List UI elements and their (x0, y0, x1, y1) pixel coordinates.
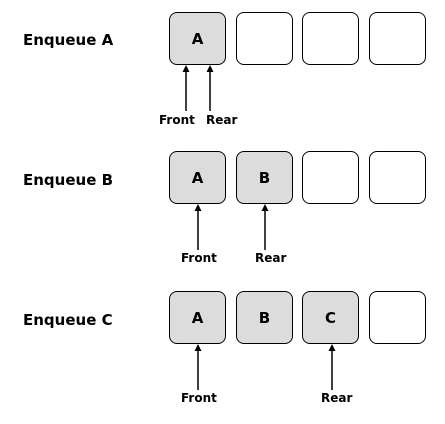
queue-cell-2 (302, 12, 359, 65)
step-enqueue-a: Enqueue A A Front Rear (0, 0, 445, 140)
rear-pointer-arrow (327, 344, 337, 390)
queue-cell-0: A (169, 12, 226, 65)
queue-cell-1: B (236, 291, 293, 344)
front-pointer-arrow (181, 65, 191, 111)
rear-label: Rear (321, 391, 353, 405)
step-title: Enqueue B (23, 171, 114, 189)
step-enqueue-c: Enqueue C A B C Front Rear (0, 280, 445, 420)
queue-cell-0: A (169, 151, 226, 204)
step-enqueue-b: Enqueue B A B Front Rear (0, 140, 445, 280)
rear-label: Rear (255, 251, 287, 265)
queue-cell-2 (302, 151, 359, 204)
queue-cell-3 (369, 12, 426, 65)
rear-pointer-arrow (260, 204, 270, 250)
rear-label: Rear (206, 113, 238, 127)
front-pointer-arrow (193, 344, 203, 390)
queue-cell-1 (236, 12, 293, 65)
step-title: Enqueue A (23, 31, 114, 49)
queue-cell-0: A (169, 291, 226, 344)
queue-cell-1: B (236, 151, 293, 204)
queue-cell-3 (369, 151, 426, 204)
front-label: Front (159, 113, 195, 127)
front-label: Front (181, 391, 217, 405)
front-pointer-arrow (193, 204, 203, 250)
step-title: Enqueue C (23, 311, 113, 329)
queue-cell-2: C (302, 291, 359, 344)
queue-cell-3 (369, 291, 426, 344)
rear-pointer-arrow (205, 65, 215, 111)
front-label: Front (181, 251, 217, 265)
